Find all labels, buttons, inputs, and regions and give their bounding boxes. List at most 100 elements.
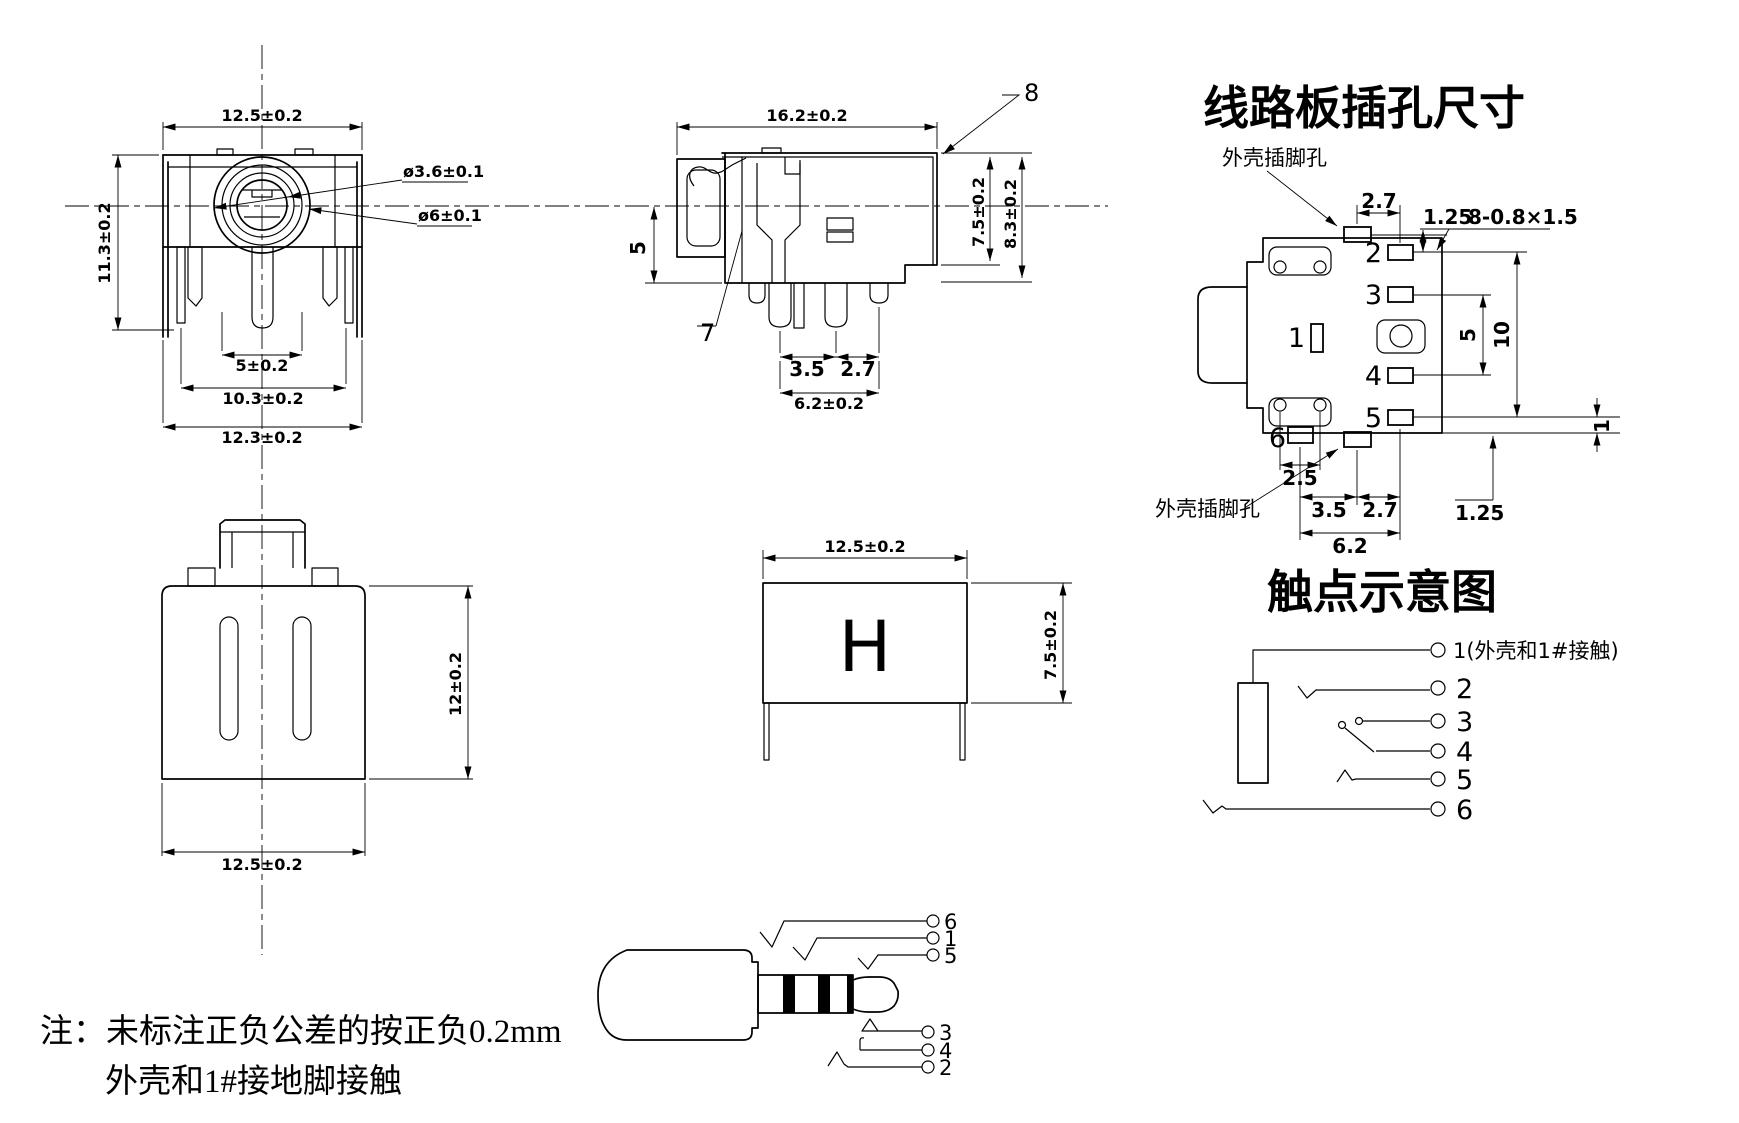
side-pins <box>748 283 889 329</box>
insulator-band-3 <box>847 975 853 1013</box>
latch-notch <box>784 157 801 175</box>
plug-terminal-2 <box>921 1060 935 1074</box>
front-top-tab-left <box>216 148 234 156</box>
wire-2 <box>1297 685 1430 699</box>
front-dim-width-top: 12.5±0.2 <box>221 106 302 125</box>
switch-contact-lower <box>826 231 854 243</box>
ext-right-col <box>1413 251 1620 434</box>
leg-left <box>763 702 770 761</box>
tower-inner <box>220 531 305 568</box>
plug-wire-5 <box>857 954 927 970</box>
pad-3 <box>1387 286 1414 303</box>
switch-lever <box>1344 727 1375 753</box>
front-view: 12.5±0.2 11.3±0.2 5±0.2 10.3±0.2 12.3±0.… <box>95 106 484 447</box>
front-side-plates <box>162 154 363 338</box>
side-callout-8: 8 <box>1024 79 1039 107</box>
pad-1-label: 1 <box>1288 323 1305 354</box>
leg-right <box>959 702 966 761</box>
front-dim-pin-outer: 10.3±0.2 <box>222 389 303 408</box>
pcb-dim-mid-span: 5 <box>1456 328 1480 342</box>
plug-wire-1 <box>792 937 927 961</box>
insulator-band-1 <box>783 975 795 1013</box>
top-view: H 12.5±0.2 7.5±0.2 <box>762 537 1072 761</box>
jack-barrel-circles <box>213 156 311 254</box>
center-hole <box>1389 324 1413 348</box>
terminal-5 <box>1430 771 1446 787</box>
terminal-4-label: 4 <box>1456 737 1473 768</box>
pad-2 <box>1387 244 1414 261</box>
bottom-body <box>161 585 366 780</box>
bottom-dim-height: 12±0.2 <box>446 652 465 716</box>
front-top-tab-right <box>294 148 314 156</box>
contact-funnel <box>756 163 801 283</box>
pcb-title: 线路板插孔尺寸 <box>1203 82 1525 134</box>
pad-6-label: 6 <box>1269 423 1286 454</box>
ext-lines-103 <box>180 328 347 384</box>
plug-wire-2 <box>827 1051 922 1068</box>
pad-3-label: 3 <box>1365 280 1382 311</box>
center-feature <box>1376 319 1426 354</box>
tower-outline <box>219 519 306 569</box>
plug-label-4: 4 <box>939 1039 952 1063</box>
plug-shaft <box>757 974 854 1014</box>
pcb-dim-bot-pitch-b: 2.7 <box>1362 498 1397 522</box>
terminal-3-label: 3 <box>1456 707 1473 738</box>
tab-right <box>311 567 339 587</box>
terminal-4 <box>1430 743 1446 759</box>
ext-lines-123 <box>162 340 363 423</box>
front-bracket-slot <box>686 169 721 247</box>
jack-body-symbol <box>1237 682 1269 784</box>
terminal-6-label: 6 <box>1456 795 1473 826</box>
pad-6 <box>1287 426 1314 444</box>
side-dim-pin-span: 6.2±0.2 <box>794 394 864 413</box>
top-dim-width: 12.5±0.2 <box>824 537 905 556</box>
shell-hole-label-top: 外壳插脚孔 <box>1222 147 1327 170</box>
side-dim-pin-pitch-b: 2.7 <box>840 357 875 381</box>
shell-pad-top <box>1343 226 1372 243</box>
plug-label-2: 2 <box>939 1056 952 1080</box>
contact-schematic: 触点示意图 1(外壳和1#接触) 2 3 4 5 6 <box>1202 566 1619 826</box>
top-hole-right <box>1313 260 1327 274</box>
pcb-dim-top-pitch: 2.7 <box>1361 189 1396 213</box>
front-dim-height: 11.3±0.2 <box>95 202 114 283</box>
contact-title: 触点示意图 <box>1267 566 1497 618</box>
ext-lines-5 <box>221 312 303 351</box>
plug-terminal-5 <box>926 948 940 962</box>
bottom-hole-left <box>1273 398 1287 412</box>
top-dim-depth: 7.5±0.2 <box>1041 610 1060 680</box>
spring-contact-wire <box>689 157 747 187</box>
ext-125b <box>161 783 366 856</box>
side-dim-total-height: 8.3±0.2 <box>1001 179 1020 249</box>
front-label-outer-dia: ø6±0.1 <box>418 206 482 225</box>
plug-terminal-1 <box>926 931 940 945</box>
front-dim-pin-inner: 5±0.2 <box>236 356 289 375</box>
plug-tip <box>852 976 900 1013</box>
plug-handle <box>597 949 759 1041</box>
top-mount-feature <box>1268 246 1332 276</box>
ext-25 <box>1279 412 1321 470</box>
pcb-hole-view: 线路板插孔尺寸 1 2 3 4 5 6 外壳插脚孔 外壳插脚孔 <box>1155 82 1620 558</box>
terminal-3 <box>1430 713 1446 729</box>
inner-contact-profile <box>242 189 282 218</box>
side-view: 16.2±0.2 5 7.5±0.2 8.3±0.2 3.5 2.7 6.2±0… <box>626 79 1039 413</box>
insulator-band-2 <box>818 975 830 1013</box>
ext-lines-left <box>112 154 174 331</box>
pcb-dim-bot-pitch-a: 3.5 <box>1311 498 1346 522</box>
side-dim-body-height: 7.5±0.2 <box>969 177 988 247</box>
terminal-1-label: 1(外壳和1#接触) <box>1453 639 1619 663</box>
barrel-bump <box>1197 286 1248 384</box>
side-body-outline <box>721 152 938 284</box>
pad-4-label: 4 <box>1365 361 1382 392</box>
ext-pitch <box>779 307 880 353</box>
shell-hole-label-bottom: 外壳插脚孔 <box>1155 498 1260 521</box>
terminal-2-label: 2 <box>1456 674 1473 705</box>
front-label-inner-dia: ø3.6±0.1 <box>403 162 484 181</box>
side-dim-pin-pitch-a: 3.5 <box>789 357 824 381</box>
plug-wire-3 <box>861 1018 922 1032</box>
side-body-inner <box>722 156 934 283</box>
top-marking: H <box>839 606 892 688</box>
front-pins <box>176 246 354 329</box>
pcb-hole-spec: 8-0.8×1.5 <box>1468 205 1578 229</box>
switch-contact-upper <box>826 217 854 231</box>
